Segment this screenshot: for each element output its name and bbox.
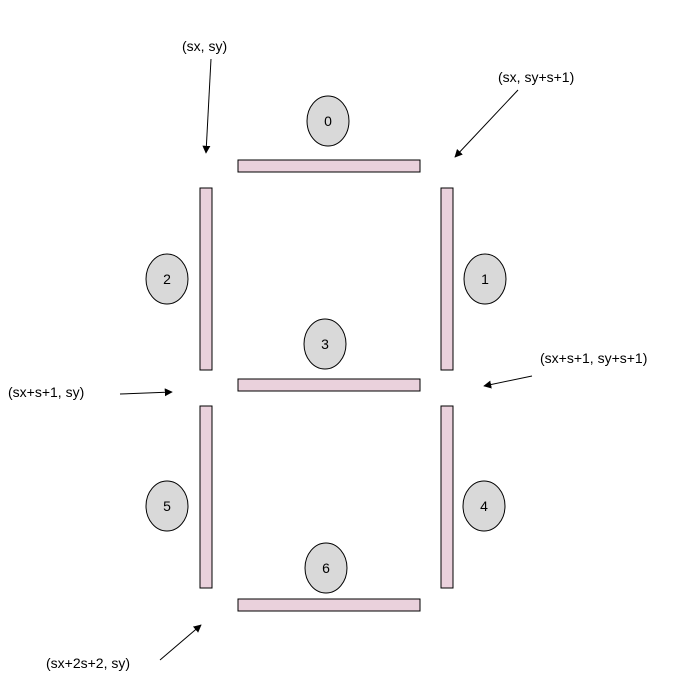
annotation-middle-left: (sx+s+1, sy) bbox=[8, 384, 84, 400]
segment-5-label: 5 bbox=[163, 498, 171, 514]
segment-0-badge: 0 bbox=[306, 95, 350, 147]
segment-3-label: 3 bbox=[321, 336, 329, 352]
segment-4-label: 4 bbox=[480, 498, 488, 514]
annotation-top-left: (sx, sy) bbox=[182, 38, 227, 54]
segment-2-label: 2 bbox=[163, 271, 171, 287]
arrow-top-right bbox=[454, 89, 519, 158]
segment-0-label: 0 bbox=[324, 113, 332, 129]
arrow-bottom-left bbox=[159, 624, 202, 661]
segment-2-badge: 2 bbox=[145, 253, 189, 305]
segment-3-badge: 3 bbox=[303, 318, 347, 370]
segment-6-label: 6 bbox=[322, 560, 330, 576]
segment-6-badge: 6 bbox=[304, 542, 348, 594]
segment-5-badge: 5 bbox=[145, 480, 189, 532]
annotation-middle-right: (sx+s+1, sy+s+1) bbox=[540, 350, 647, 366]
arrow-middle-right bbox=[483, 375, 533, 389]
segment-0-bar bbox=[237, 159, 421, 173]
arrow-middle-left bbox=[119, 388, 173, 397]
segment-4-badge: 4 bbox=[462, 480, 506, 532]
segment-3-bar bbox=[237, 378, 421, 392]
segment-1-label: 1 bbox=[481, 271, 489, 287]
segment-2-bar bbox=[199, 187, 213, 371]
segment-5-bar bbox=[199, 405, 213, 589]
segment-1-bar bbox=[440, 187, 454, 371]
arrow-top-left bbox=[202, 58, 212, 154]
segment-4-bar bbox=[440, 405, 454, 589]
segment-6-bar bbox=[237, 598, 421, 612]
annotation-top-right: (sx, sy+s+1) bbox=[498, 69, 574, 85]
annotation-bottom-left: (sx+2s+2, sy) bbox=[46, 655, 130, 671]
segment-1-badge: 1 bbox=[463, 253, 507, 305]
